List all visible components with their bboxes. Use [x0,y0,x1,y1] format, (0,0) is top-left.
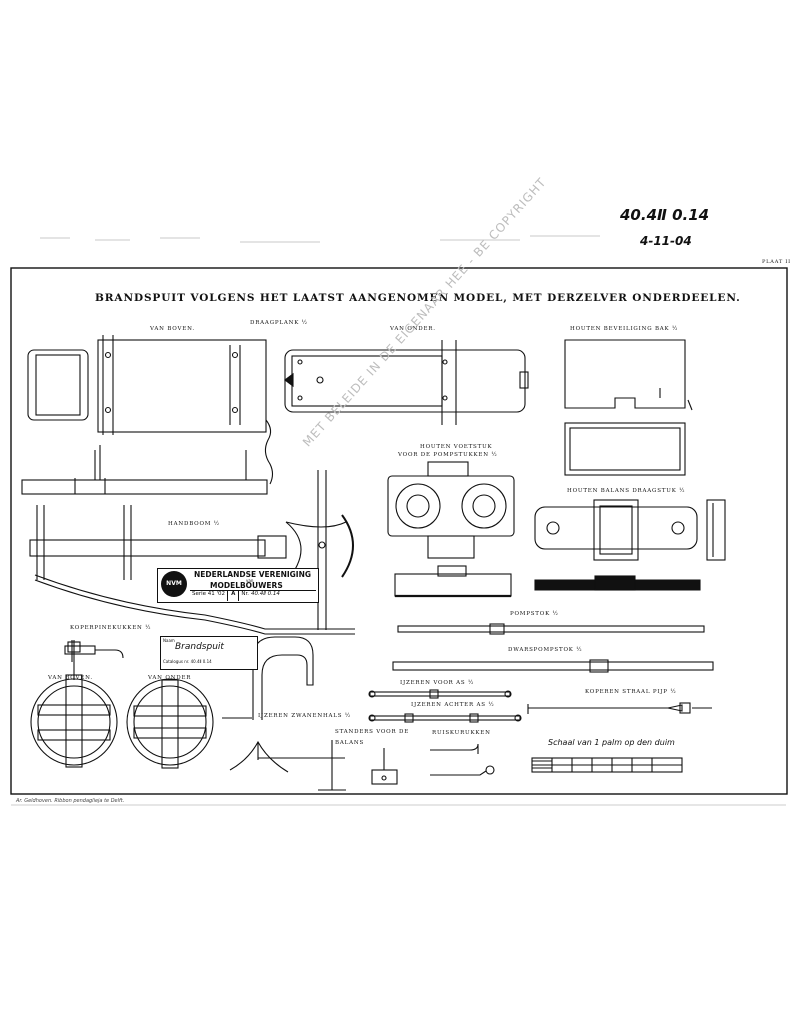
nvm-code1: Serie 41 '02 [190,591,229,601]
label-van-onder-top: VAN ONDER. [390,326,436,332]
houten-voetstuk [387,461,515,598]
label-koperpinekukken: KOPERPINEKUKKEN ½ [70,625,152,631]
label-standers: STANDERS VOOR DE BALANS [335,729,410,746]
draagplank-side-view [21,445,268,495]
scale-bar [531,757,683,773]
label-draagplank: DRAAGPLANK ½ [250,320,308,326]
wheel-top-view [30,640,118,768]
nvm-line1: NEDERLANDSE VERENIGING [194,570,312,579]
label-pompstok: POMPSTOK ½ [510,611,559,617]
name-stamp: Naam Brandspuit Catalogus nr. 40.4Ⅱ 0.14 [160,636,258,670]
label-schaal: Schaal van 1 palm op den duim [548,738,675,747]
plate-number: PLAAT II [762,259,791,265]
label-van-boven-top: VAN BOVEN. [150,326,195,332]
label-koperen-straal-pijp: KOPEREN STRAAL PIJP ½ [585,689,677,695]
dwarspompstok [392,659,714,673]
zwanenhals [222,636,346,791]
nvm-num-value: 40.4Ⅱ 0.14 [250,591,280,597]
straal-pijp [527,702,712,714]
label-houten-voetstuk-1: HOUTEN VOETSTUK [420,444,493,450]
achter-as [368,713,522,723]
name-stamp-label: Naam [163,638,175,643]
name-stamp-value: Brandspuit [175,642,224,652]
nvm-code-row: Serie 41 '02 A Nr. 40.4Ⅱ 0.14 [190,590,316,601]
label-van-boven-bottom: VAN BOVEN. [48,675,93,681]
margin-note-catalog: 40.4Ⅱ 0.14 [620,206,710,224]
voor-as [368,689,512,699]
drawing-title: BRANDSPUIT VOLGENS HET LAATST AANGENOMEN… [95,292,741,304]
nvm-code2: A [228,591,240,601]
label-houten-beveiliging-bak: HOUTEN BEVEILIGING BAK ½ [570,326,679,332]
nvm-stamp: NVM NEDERLANDSE VERENIGING van MODELBOUW… [157,568,319,603]
nvm-line3: MODELBOUWERS [210,581,283,590]
beveiliging-bak [564,339,693,476]
margin-note-date: 4-11-04 [640,234,692,248]
name-stamp-extra: Catalogus nr. 40.4Ⅱ 0.14 [163,659,212,664]
handboom [29,470,355,635]
label-dwarspompstok: DWARSPOMPSTOK ½ [508,647,583,653]
label-ijzeren-zwanenhals: IJZEREN ZWANENHALS ½ [258,713,352,719]
scan-artifacts-top [40,235,600,243]
pompstok [397,623,705,635]
label-handboom: HANDBOOM ½ [168,521,220,527]
margin-note-bottom: Ar. Geldhoven. Ribbon pendaglieja te Del… [16,798,125,804]
pump-top-view [27,335,274,485]
nvm-logo: NVM [161,571,187,597]
nvm-num-prefix: Nr. [241,591,249,597]
label-ijzeren-voor-as: IJZEREN VOOR AS ½ [400,680,475,686]
pump-bottom-view [284,340,529,425]
label-houten-voetstuk-2: VOOR DE POMPSTUKKEN ½ [398,452,498,458]
balans-draagstuk [534,499,726,591]
standers-balans [371,748,398,785]
label-ijzeren-achter-as: IJZEREN ACHTER AS ½ [411,702,495,708]
label-houten-balans-draagstuk: HOUTEN BALANS DRAAGSTUK ½ [567,488,686,494]
nvm-line2: van [246,578,254,583]
ruiskurukken [430,743,495,776]
label-van-onder-bottom: VAN ONDER [148,675,192,681]
wheel-bottom-view [126,678,214,769]
label-ruiskurukken: RUISKURUKKEN [432,730,491,736]
